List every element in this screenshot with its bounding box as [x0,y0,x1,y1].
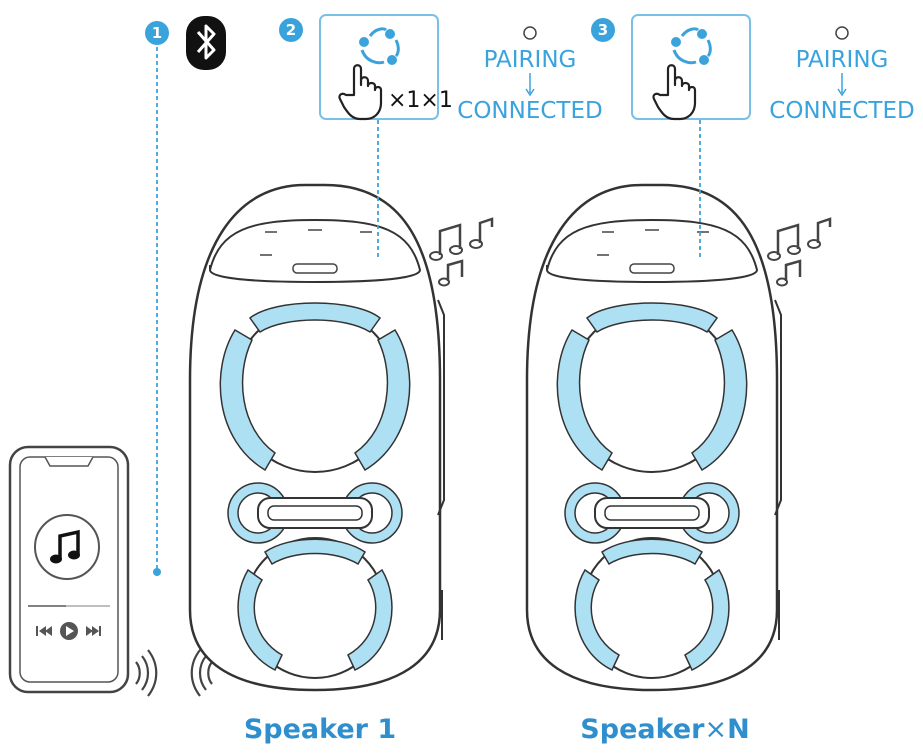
step-1-connector-dot [153,568,161,576]
step-2-press-count: ×1×1 [388,88,453,113]
album-art [34,514,100,580]
next-icon [86,626,101,636]
speaker-n-label-times: × [704,714,727,745]
play-icon [60,622,78,640]
smartphone [8,445,130,694]
step-2-status-connected: CONNECTED [457,98,602,124]
status-led-icon [835,26,849,40]
speaker-n-label: Speaker×N [580,714,749,745]
step-3-status: PAIRING CONNECTED [769,26,915,124]
step-2-number: 2 [286,21,296,39]
step-3-number: 3 [598,21,608,39]
signal-waves-icon [190,649,213,697]
arrow-down-icon [525,88,535,97]
step-2-badge: 2 [279,18,303,42]
bluetooth-icon [186,16,226,70]
step-3-status-pairing: PAIRING [796,47,889,73]
step-3-status-connected: CONNECTED [769,98,914,124]
music-note-icon [50,529,80,564]
step-3-badge: 3 [591,18,615,42]
signal-waves-icon [135,649,158,697]
step-2-status: PAIRING CONNECTED [457,26,603,124]
speaker-n [525,183,783,692]
arrow-down-icon [837,88,847,97]
step-1-number: 1 [152,24,162,42]
speaker-n-label-n: N [727,714,750,745]
speaker-1 [188,183,446,692]
step-2-status-pairing: PAIRING [484,47,577,73]
step-1-badge: 1 [145,21,169,45]
music-notes-icon [428,217,494,287]
music-notes-icon [766,217,832,287]
previous-icon [36,626,52,636]
step-2-button-panel [319,14,439,121]
speaker-1-label: Speaker 1 [244,714,396,745]
status-led-icon [523,26,537,40]
step-3-button-panel [631,14,751,121]
speaker-n-label-text: Speaker [580,714,705,745]
